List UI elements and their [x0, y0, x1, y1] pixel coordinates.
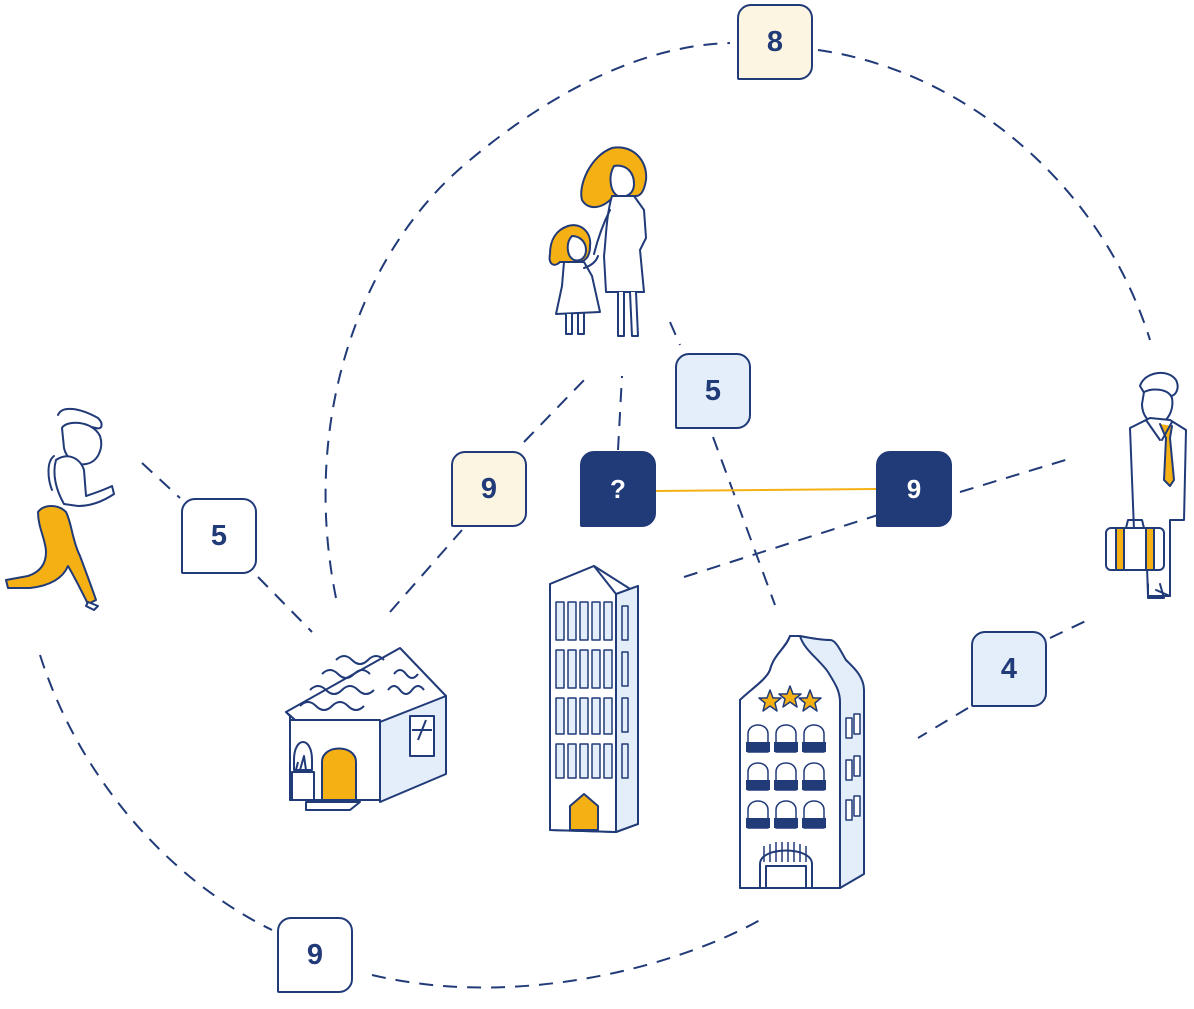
- businessman-icon: [1105, 371, 1187, 599]
- arc-top-right: [817, 49, 1151, 341]
- line-businessman-badge4: [1049, 617, 1093, 639]
- line-question-family: [617, 375, 623, 451]
- line-badge5-hotel: [712, 436, 776, 606]
- arc-bottom: [371, 919, 761, 989]
- badge-bottom: 9: [277, 917, 353, 993]
- hotel-windows: [747, 724, 825, 829]
- badge-family: 5: [675, 353, 751, 429]
- house-icon: [285, 647, 447, 811]
- badge-unknown: ?: [580, 451, 656, 527]
- badge-hotel: 4: [971, 631, 1047, 707]
- hotel-side-windows: [845, 713, 861, 821]
- arc-top: [324, 42, 731, 599]
- family-icon: [548, 146, 648, 337]
- badge-businessman: 9: [876, 451, 952, 527]
- solid-connection: [655, 488, 879, 492]
- badge-house: 9: [451, 451, 527, 527]
- arc-bottom-left: [39, 654, 273, 931]
- tower-icon: [549, 565, 639, 833]
- line-tower-badge9: [683, 514, 879, 578]
- line-badge9-businessman: [959, 457, 1073, 493]
- line-badge9-family: [523, 375, 589, 443]
- tower-windows: [555, 601, 629, 779]
- line-runner-badge: [141, 462, 181, 499]
- hotel-icon: [739, 635, 865, 889]
- hotel-balconies: [746, 742, 826, 828]
- line-family-badge5: [669, 321, 681, 346]
- badge-runner: 5: [181, 498, 257, 574]
- badge-top: 8: [737, 4, 813, 80]
- dashed-connections: [39, 42, 1151, 989]
- line-house-badge9: [389, 529, 463, 613]
- hotel-stars: [758, 685, 822, 712]
- runner-icon: [5, 407, 115, 611]
- line-badge-house: [257, 576, 313, 633]
- line-badge4-hotel: [917, 707, 969, 739]
